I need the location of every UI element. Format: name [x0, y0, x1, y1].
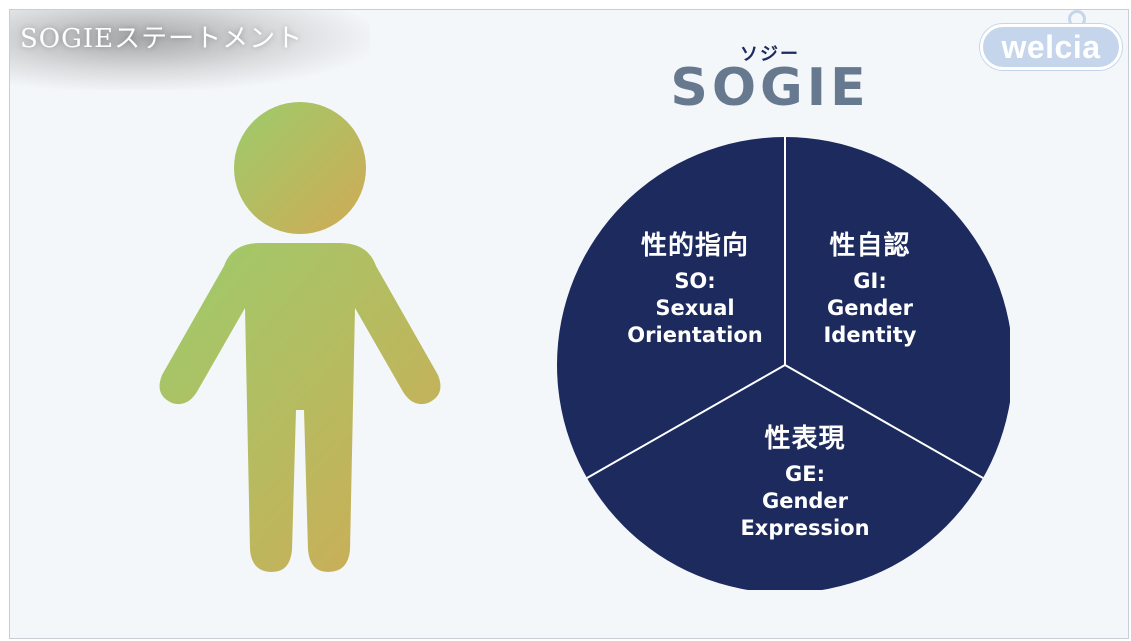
- segment-en-line: SO:: [674, 269, 716, 293]
- segment-en-line: GI:: [853, 269, 887, 293]
- logo: welcia: [980, 24, 1122, 70]
- segment-en-line: Identity: [823, 323, 917, 347]
- segment-jp-label: 性自認: [829, 231, 911, 261]
- page-title: SOGIE: [670, 58, 870, 118]
- segment-jp-label: 性的指向: [640, 231, 749, 261]
- sogie-pie-diagram: [557, 137, 1010, 590]
- segment-gender-expression: 性表現 GE: Gender Expression: [695, 418, 915, 542]
- segment-en-line: Gender: [761, 489, 849, 513]
- caption-text: SOGIEステートメント: [20, 24, 304, 54]
- caption-overlay: SOGIEステートメント: [10, 10, 370, 90]
- title-ruby: ソジー: [740, 44, 800, 65]
- pie-circle: [557, 137, 1010, 590]
- segment-jp-label: 性表現: [764, 424, 846, 454]
- segment-sexual-orientation: 性的指向 SO: Sexual Orientation: [600, 225, 790, 349]
- segment-en-line: Expression: [740, 516, 870, 540]
- segment-en-line: Gender: [826, 296, 914, 320]
- segment-en-line: Sexual: [655, 296, 735, 320]
- segment-gender-identity: 性自認 GI: Gender Identity: [790, 225, 950, 349]
- slide: SOGIEステートメント welcia ソジー SOGIE 性的指向 SO: S…: [9, 9, 1129, 639]
- segment-en-line: GE:: [785, 462, 825, 486]
- segment-en-line: Orientation: [627, 323, 763, 347]
- person-icon: [159, 102, 441, 572]
- pie-divider-left: [586, 364, 786, 479]
- pie-divider-right: [784, 364, 984, 479]
- logo-text: welcia: [1001, 28, 1101, 65]
